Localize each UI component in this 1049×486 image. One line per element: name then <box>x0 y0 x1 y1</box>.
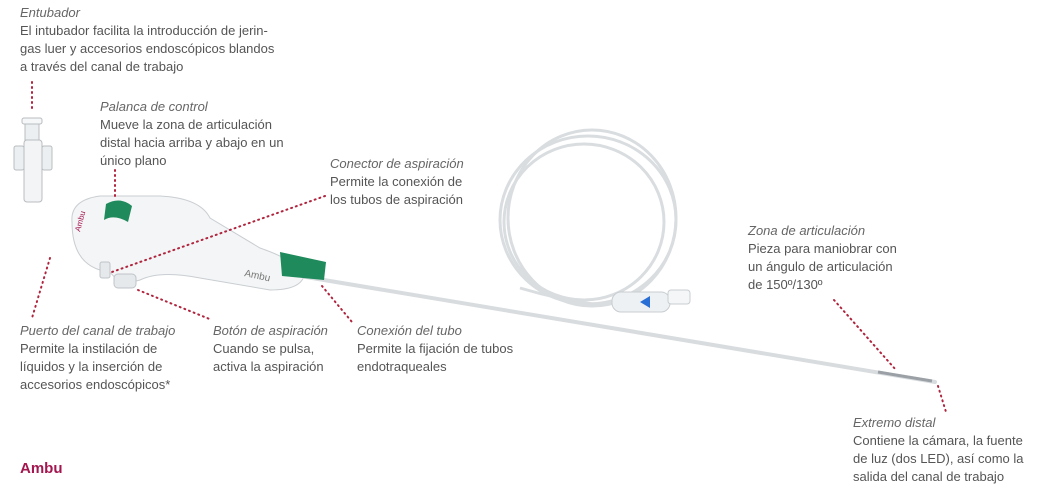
callout-zona: Zona de articulación Pieza para maniobra… <box>748 222 897 294</box>
leader-lines <box>31 81 947 413</box>
callout-title: Puerto del canal de trabajo <box>20 323 176 338</box>
suction-cable-coil <box>498 128 678 308</box>
callout-palanca: Palanca de control Mueve la zona de arti… <box>100 98 284 170</box>
callout-title: Conector de aspiración <box>330 156 464 171</box>
insertion-cord <box>298 274 937 384</box>
suction-connector-plug <box>611 289 691 313</box>
callout-boton: Botón de aspiración Cuando se pulsa, act… <box>213 322 328 376</box>
callout-conector: Conector de aspiración Permite la conexi… <box>330 155 464 209</box>
callout-conexion: Conexión del tubo Permite la fijación de… <box>357 322 513 376</box>
callout-title: Extremo distal <box>853 415 936 430</box>
callout-title: Conexión del tubo <box>357 323 462 338</box>
callout-title: Palanca de control <box>100 99 208 114</box>
handle-logo: Ambu <box>243 268 271 284</box>
callout-desc: Cuando se pulsa, activa la aspiración <box>213 341 324 374</box>
callout-extremo: Extremo distal Contiene la cámara, la fu… <box>853 414 1024 486</box>
callout-title: Entubador <box>20 5 80 20</box>
intubator <box>13 117 53 203</box>
callout-title: Botón de aspiración <box>213 323 328 338</box>
callout-desc: Pieza para maniobrar con un ángulo de ar… <box>748 241 897 292</box>
callout-desc: Permite la fijación de tubos endotraquea… <box>357 341 514 374</box>
articulation-zone <box>877 370 933 383</box>
callout-desc: Permite la instilación de líquidos y la … <box>20 341 171 392</box>
callout-desc: Permite la conexión de los tubos de aspi… <box>330 174 463 207</box>
callout-entubador: Entubador El intubador facilita la intro… <box>20 4 274 76</box>
footer-brand: Ambu <box>20 460 63 477</box>
callout-desc: Contiene la cámara, la fuente de luz (do… <box>853 433 1024 484</box>
scope-handle: Ambu Ambu <box>71 195 326 291</box>
callout-desc: El intubador facilita la introducción de… <box>20 23 275 74</box>
callout-puerto: Puerto del canal de trabajo Permite la i… <box>20 322 175 394</box>
callout-desc: Mueve la zona de articulación distal hac… <box>100 117 284 168</box>
callout-title: Zona de articulación <box>748 223 866 238</box>
